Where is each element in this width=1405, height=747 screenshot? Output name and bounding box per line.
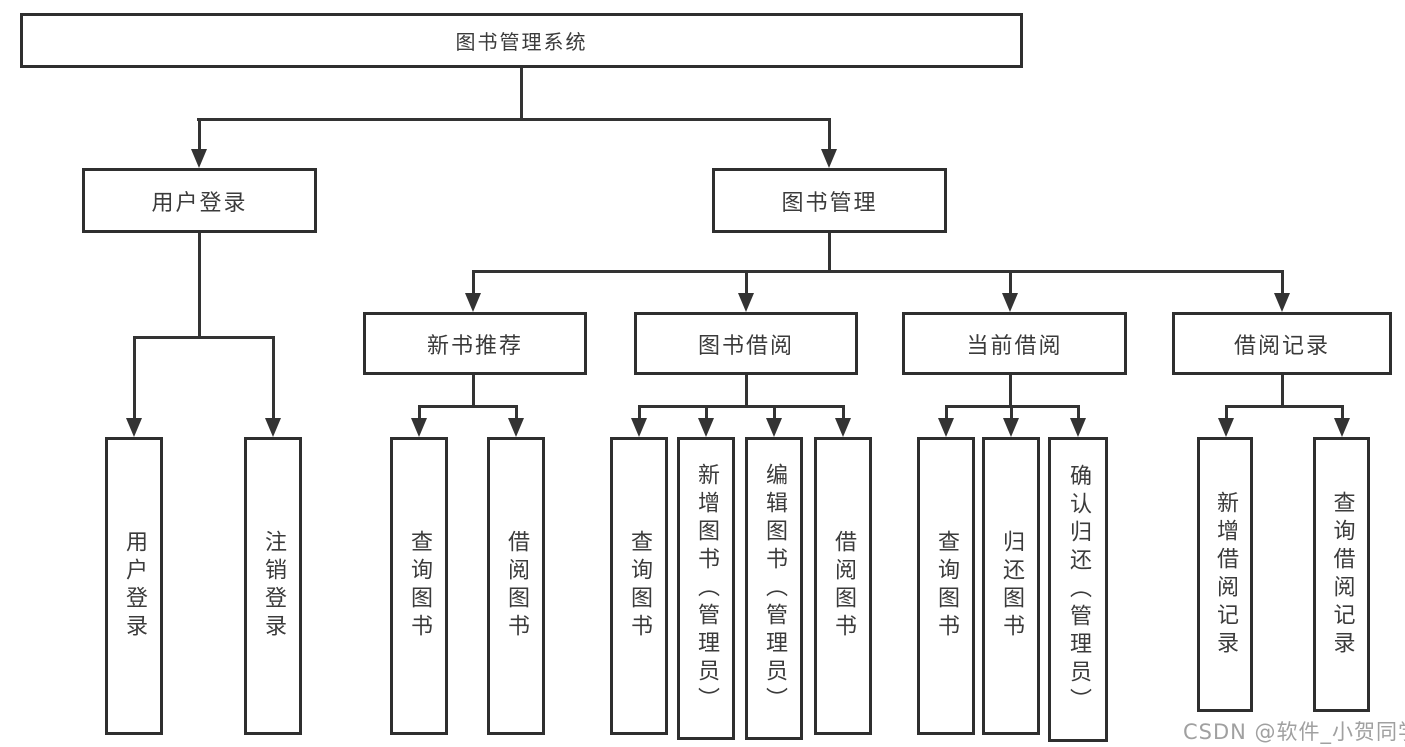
connector-line [514,405,518,419]
csdn-watermark: CSDN @软件_小贺同学 [1183,720,1405,744]
col-query-borrow-record: 查询借阅记录 [1313,437,1370,712]
col-add-borrow-record: 新增借阅记录 [1197,437,1253,712]
connector-line [471,375,475,405]
arrow-down-icon [1002,293,1018,312]
connector-line [471,270,1284,273]
arrow-down-icon [191,149,207,168]
arrow-down-icon [1003,418,1019,437]
connector-line [197,118,831,121]
col-add-book-admin-label: 新增图书（管理员） [694,462,719,715]
node-root-label: 图书管理系统 [455,30,588,54]
connector-line [637,405,641,419]
node-book-borrow-label: 图书借阅 [697,333,794,359]
connector-line [744,375,748,405]
arrow-down-icon [938,418,954,437]
connector-line [132,336,136,420]
col-borrow-books-recommend: 借阅图书 [487,437,545,735]
col-query-books-recommend-label: 查询图书 [407,530,432,642]
connector-line [1076,405,1080,419]
arrow-down-icon [1334,418,1350,437]
connector-line [197,233,201,336]
col-borrow-books-borrow-label: 借阅图书 [831,530,856,642]
connector-line [132,336,275,339]
node-user-login-label: 用户登录 [151,190,248,216]
connector-line [1280,270,1284,296]
connector-line [197,118,201,150]
col-confirm-return-admin-label: 确认归还（管理员） [1066,463,1091,716]
connector-line [827,233,831,270]
connector-line [1280,375,1284,405]
connector-line [944,405,948,419]
connector-line [772,405,776,419]
node-book-borrow: 图书借阅 [634,312,858,375]
arrow-down-icon [835,418,851,437]
col-query-books-borrow-label: 查询图书 [627,530,652,642]
col-query-books-borrow: 查询图书 [610,437,668,735]
connector-line [744,270,748,296]
col-edit-book-admin-label: 编辑图书（管理员） [762,462,787,715]
arrow-down-icon [1070,418,1086,437]
node-current-borrow-label: 当前借阅 [966,333,1063,359]
arrow-down-icon [508,418,524,437]
node-root: 图书管理系统 [20,13,1023,68]
col-confirm-return-admin: 确认归还（管理员） [1048,437,1108,742]
node-user-login: 用户登录 [82,168,317,233]
connector-line [471,270,475,296]
arrow-down-icon [738,293,754,312]
connector-line [841,405,845,419]
node-book-management: 图书管理 [712,168,947,233]
connector-line [1008,270,1012,296]
arrow-down-icon [766,418,782,437]
connector-line [637,405,845,408]
col-logout-login: 注销登录 [244,437,302,735]
arrow-down-icon [411,418,427,437]
connector-line [271,336,275,420]
connector-line [704,405,708,419]
connector-line [1009,405,1013,419]
connector-line [520,68,523,118]
col-add-book-admin: 新增图书（管理员） [677,437,735,740]
connector-line [827,118,831,150]
connector-line [417,405,421,419]
col-user-login: 用户登录 [105,437,163,735]
col-query-books-recommend: 查询图书 [390,437,448,735]
col-return-book-label: 归还图书 [999,530,1024,642]
arrow-down-icon [1274,293,1290,312]
connector-line [417,405,518,408]
arrow-down-icon [265,418,281,437]
arrow-down-icon [631,418,647,437]
node-new-book-recommend: 新书推荐 [363,312,587,375]
col-borrow-books-borrow: 借阅图书 [814,437,872,735]
arrow-down-icon [126,418,142,437]
col-return-book: 归还图书 [982,437,1040,735]
node-new-book-recommend-label: 新书推荐 [426,333,523,359]
node-current-borrow: 当前借阅 [902,312,1127,375]
col-query-books-current: 查询图书 [917,437,975,735]
col-query-books-current-label: 查询图书 [934,530,959,642]
node-borrow-records-label: 借阅记录 [1233,333,1330,359]
col-logout-login-label: 注销登录 [261,530,286,642]
connector-line [1224,405,1344,408]
col-edit-book-admin: 编辑图书（管理员） [745,437,803,740]
arrow-down-icon [465,293,481,312]
connector-line [1340,405,1344,419]
col-query-borrow-record-label: 查询借阅记录 [1329,490,1355,659]
arrow-down-icon [698,418,714,437]
node-borrow-records: 借阅记录 [1172,312,1392,375]
col-borrow-books-recommend-label: 借阅图书 [504,530,529,642]
connector-line [1224,405,1228,419]
arrow-down-icon [821,149,837,168]
col-user-login-label: 用户登录 [122,530,147,642]
col-add-borrow-record-label: 新增借阅记录 [1213,490,1238,659]
arrow-down-icon [1218,418,1234,437]
connector-line [1008,375,1012,405]
node-book-management-label: 图书管理 [781,190,878,216]
